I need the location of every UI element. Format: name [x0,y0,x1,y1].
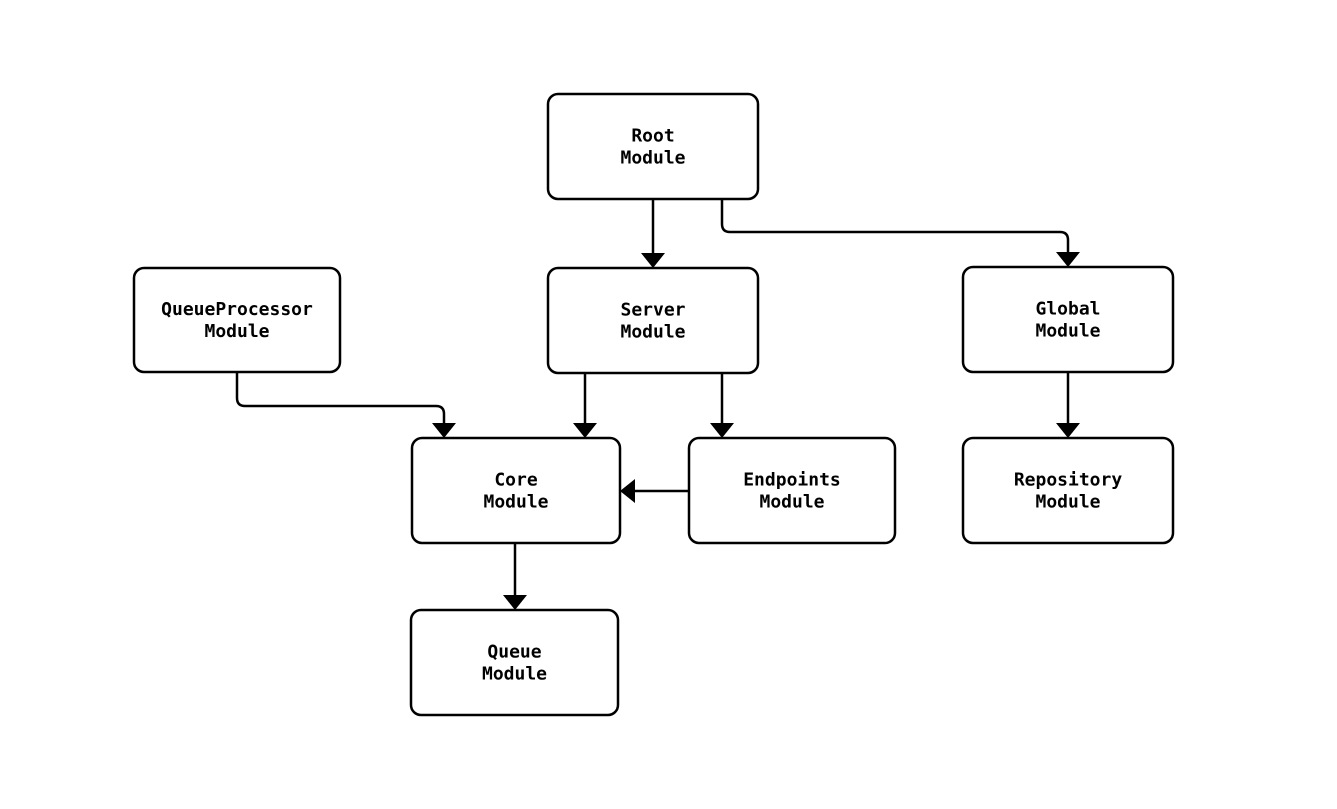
node-label-line: QueueProcessor [161,299,313,320]
node-label-line: Repository [1014,470,1123,491]
arrowhead-icon [573,423,597,438]
node-label-line: Core [494,470,538,491]
node-box [687,436,897,545]
node-box [410,436,622,545]
arrowhead-icon [710,423,734,438]
node-box [961,436,1175,545]
node-box [132,266,342,374]
arrowhead-icon [641,253,665,268]
node-box [546,266,760,375]
edge-global-module-to-repository-module [1056,372,1080,438]
arrowhead-icon [1056,423,1080,438]
node-label-line: Module [620,322,685,343]
node-box [961,265,1175,374]
arrowhead-icon [620,479,635,503]
node-label-line: Module [482,664,547,685]
node-label-line: Endpoints [743,470,841,491]
node-label-line: Server [620,300,685,321]
node-label-line: Module [620,148,685,169]
arrowhead-icon [1056,252,1080,267]
node-label-line: Global [1035,299,1100,320]
edge-server-module-to-core-module [573,373,597,438]
edge-line [235,372,446,425]
edge-server-module-to-endpoints-module [710,373,734,438]
node-label-line: Root [631,126,674,147]
node-label-line: Queue [487,642,541,663]
edge-root-module-to-server-module [641,199,665,268]
arrowhead-icon [432,423,456,438]
node-label-line: Module [204,321,269,342]
edge-queueprocessor-module-to-core-module [235,372,456,438]
node-label-line: Module [1035,492,1100,513]
node-label-line: Module [1035,321,1100,342]
node-label-line: Module [759,492,824,513]
edge-root-module-to-global-module [720,199,1080,267]
node-label-line: Module [483,492,548,513]
arrowhead-icon [503,595,527,610]
edge-endpoints-module-to-core-module [620,479,689,503]
node-box [546,92,760,201]
edge-line [720,199,1070,254]
edge-core-module-to-queue-module [503,543,527,610]
node-box [409,608,620,717]
